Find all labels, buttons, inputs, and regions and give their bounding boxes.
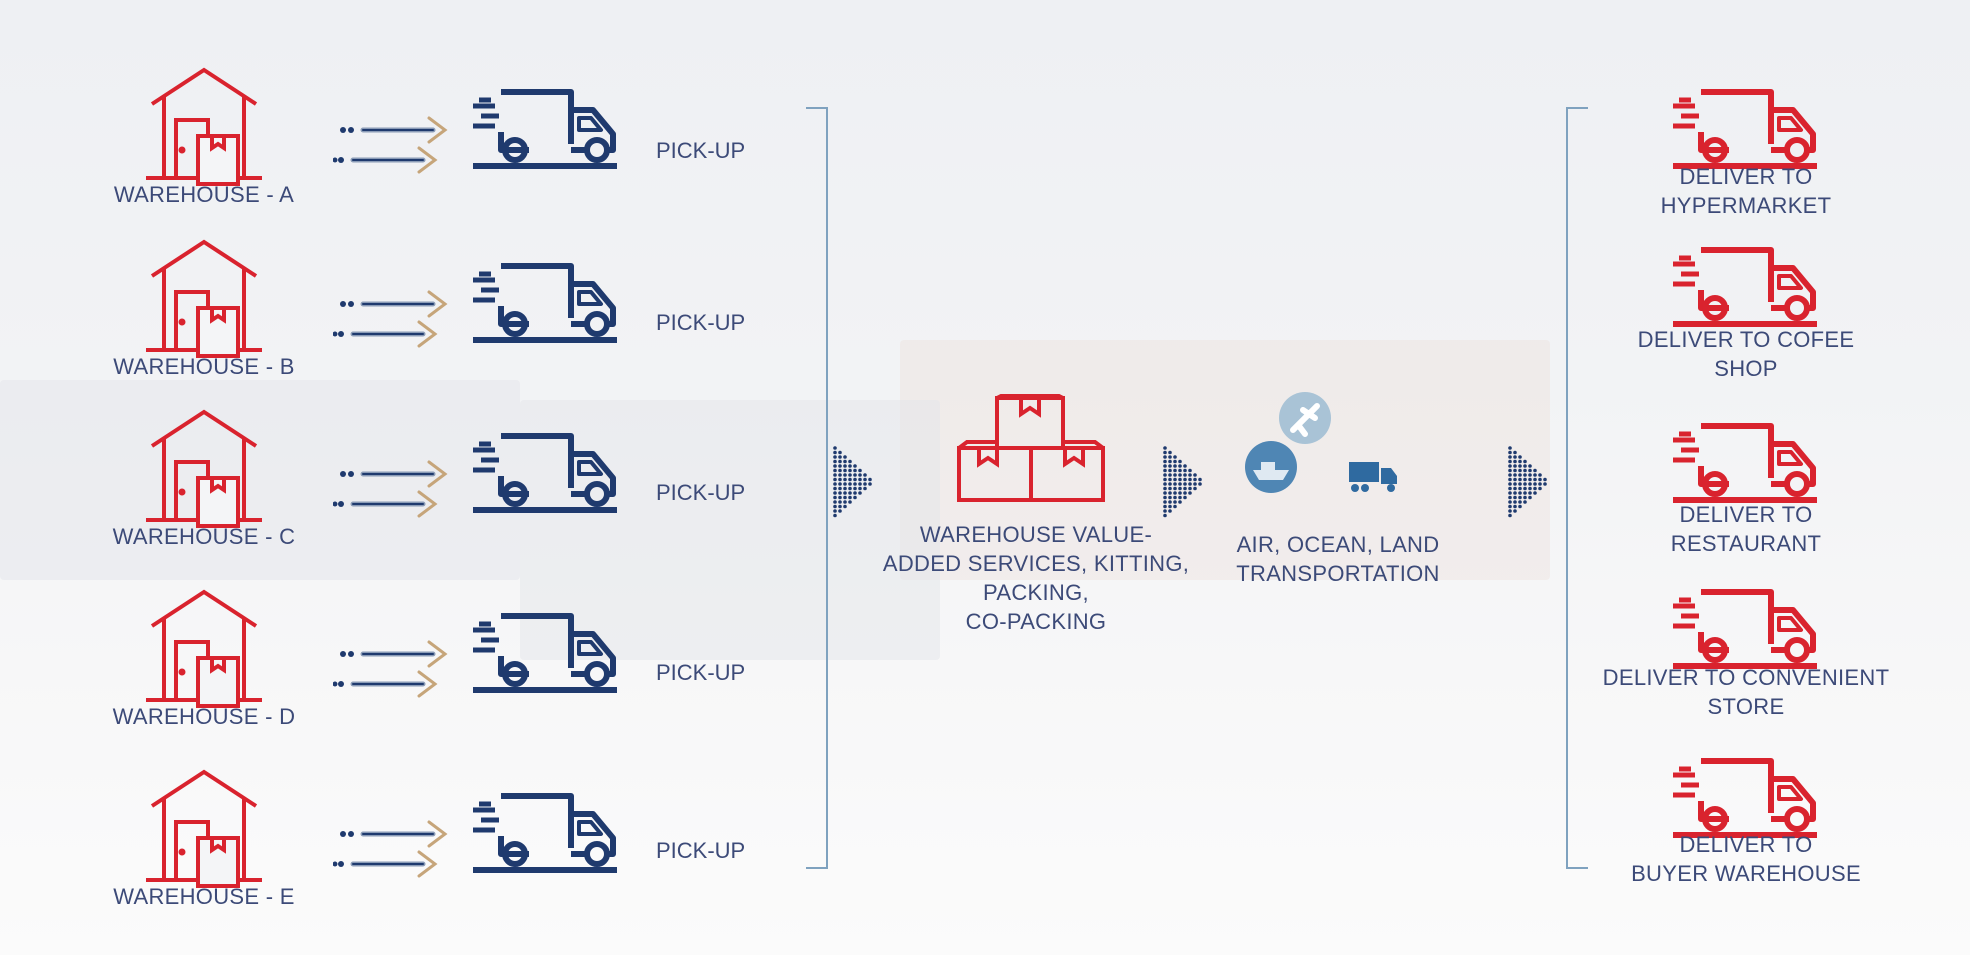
- destination-line: STORE: [1707, 694, 1785, 719]
- destination-line: DELIVER TO: [1679, 164, 1813, 189]
- destination-line: HYPERMARKET: [1660, 193, 1832, 218]
- truck-icon: [471, 86, 621, 172]
- services-line: PACKING,: [983, 580, 1089, 605]
- arrows-icon: [333, 636, 449, 700]
- background-container: [900, 340, 1550, 580]
- warehouse-label: WAREHOUSE - B: [113, 354, 295, 379]
- services-line: WAREHOUSE VALUE-: [919, 522, 1153, 547]
- pickup-label: PICK-UP: [656, 138, 746, 163]
- arrows-icon: [333, 286, 449, 350]
- transport-line: AIR, OCEAN, LAND: [1236, 532, 1440, 557]
- transport-line: TRANSPORTATION: [1236, 561, 1440, 586]
- truck-icon: [471, 430, 621, 516]
- destination-line: DELIVER TO: [1679, 832, 1813, 857]
- cargo-truck-icon: [1349, 462, 1397, 492]
- services-label: WAREHOUSE VALUE- ADDED SERVICES, KITTING…: [883, 520, 1189, 636]
- warehouse-label: WAREHOUSE - D: [112, 704, 296, 729]
- destination-line: SHOP: [1714, 356, 1778, 381]
- dotted-arrow-icon: [1508, 446, 1547, 518]
- delivery-truck-icon: [1671, 755, 1821, 841]
- destination-label: DELIVER TO CONVENIENT STORE: [1603, 663, 1890, 721]
- arrows-icon: [333, 816, 449, 880]
- destination-line: RESTAURANT: [1670, 531, 1822, 556]
- warehouse-label: WAREHOUSE - A: [113, 182, 295, 207]
- destination-label: DELIVER TO HYPERMARKET: [1661, 162, 1832, 220]
- left-bracket: [806, 107, 828, 869]
- dotted-arrow-icon: [1163, 446, 1202, 518]
- services-line: ADDED SERVICES, KITTING,: [882, 551, 1190, 576]
- destination-label: DELIVER TO COFEE SHOP: [1638, 325, 1855, 383]
- delivery-truck-icon: [1671, 420, 1821, 506]
- warehouse-icon: [144, 410, 264, 528]
- services-line: CO-PACKING: [965, 609, 1107, 634]
- warehouse-icon: [144, 240, 264, 358]
- background-ship: [0, 380, 520, 580]
- pickup-label: PICK-UP: [656, 838, 746, 863]
- warehouse-label: WAREHOUSE - E: [113, 884, 295, 909]
- warehouse-icon: [144, 590, 264, 708]
- warehouse-label: WAREHOUSE - C: [112, 524, 296, 549]
- arrows-icon: [333, 112, 449, 176]
- destination-label: DELIVER TO RESTAURANT: [1671, 500, 1822, 558]
- arrows-icon: [333, 456, 449, 520]
- pickup-label: PICK-UP: [656, 660, 746, 685]
- warehouse-icon: [144, 68, 264, 186]
- background-truck: [520, 400, 940, 660]
- delivery-truck-icon: [1671, 586, 1821, 672]
- transport-label: AIR, OCEAN, LAND TRANSPORTATION: [1236, 530, 1439, 588]
- dotted-arrow-icon: [833, 446, 872, 518]
- truck-icon: [471, 260, 621, 346]
- delivery-truck-icon: [1671, 86, 1821, 172]
- boxes-icon: [957, 394, 1105, 502]
- destination-line: BUYER WAREHOUSE: [1631, 861, 1861, 886]
- destination-label: DELIVER TO BUYER WAREHOUSE: [1631, 830, 1861, 888]
- destination-line: DELIVER TO CONVENIENT: [1602, 665, 1890, 690]
- warehouse-icon: [144, 770, 264, 888]
- transport-modes-icon: [1245, 392, 1397, 493]
- destination-line: DELIVER TO: [1679, 502, 1813, 527]
- delivery-truck-icon: [1671, 244, 1821, 330]
- destination-line: DELIVER TO COFEE: [1637, 327, 1855, 352]
- truck-icon: [471, 790, 621, 876]
- truck-icon: [471, 610, 621, 696]
- right-bracket: [1566, 107, 1588, 869]
- pickup-label: PICK-UP: [656, 310, 746, 335]
- pickup-label: PICK-UP: [656, 480, 746, 505]
